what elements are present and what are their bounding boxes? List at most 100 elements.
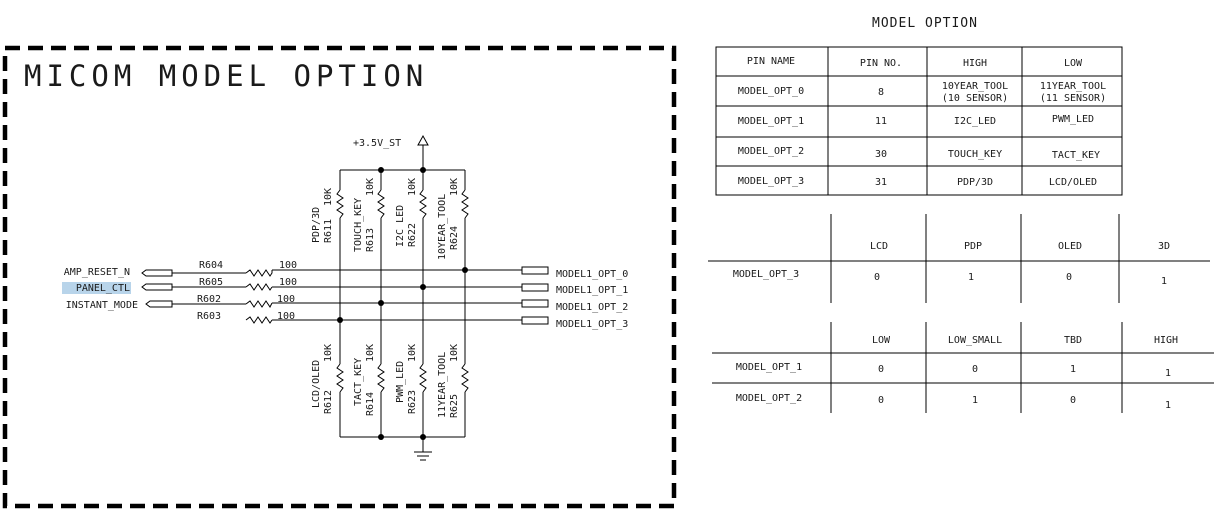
pullup-value: 10K <box>407 178 418 196</box>
resistor-icon <box>377 363 385 393</box>
opt12-value: 1 <box>972 395 978 406</box>
option-row-no: 31 <box>875 177 887 188</box>
option-row-no: 8 <box>878 87 884 98</box>
pullup-name: TOUCH_KEY <box>353 198 364 252</box>
resistor-icon <box>336 363 344 393</box>
pulldown-ref: R614 <box>365 392 376 416</box>
opt12-header: TBD <box>1064 335 1082 346</box>
option-row-high: I2C_LED <box>954 116 996 127</box>
series-resistor-ref: R605 <box>199 277 223 288</box>
pullup-name: PDP/3D <box>311 207 322 243</box>
opt12-header: LOW_SMALL <box>948 335 1002 346</box>
resistor-icon <box>419 189 427 219</box>
left-signal-label: PANEL_CTL <box>76 283 130 294</box>
opt3-value: 0 <box>874 272 880 283</box>
pullup-value: 10K <box>323 188 334 206</box>
pullup-ref: R613 <box>365 228 376 252</box>
block-border <box>2 45 677 509</box>
option-row-low: TACT_KEY <box>1052 150 1100 161</box>
junction-dot <box>337 317 343 323</box>
pulldown-name: PWM_LED <box>395 361 406 403</box>
resistor-icon <box>461 363 469 393</box>
opt3-value: 1 <box>968 272 974 283</box>
opt12-header: HIGH <box>1154 335 1178 346</box>
opt12-value: 0 <box>972 364 978 375</box>
opt12-value: 1 <box>1165 368 1171 379</box>
opt3-header: LCD <box>870 241 888 252</box>
option-table-header: LOW <box>1064 58 1083 69</box>
opt3-table <box>708 214 1210 303</box>
right-signal-label: MODEL1_OPT_2 <box>556 302 628 313</box>
block-title: MICOM MODEL OPTION <box>24 59 428 93</box>
opt12-row-label: MODEL_OPT_2 <box>736 393 802 404</box>
option-row-low: PWM_LED <box>1052 114 1094 125</box>
pulldown-name: TACT_KEY <box>353 358 364 406</box>
pullup-ref: R622 <box>407 223 418 247</box>
pulldown-value: 10K <box>407 344 418 362</box>
option-table-header: HIGH <box>963 58 987 69</box>
series-resistor-value: 100 <box>279 277 297 288</box>
option-row-no: 11 <box>875 116 887 127</box>
port-input-icon <box>141 283 173 291</box>
supply-arrow-icon <box>417 134 429 146</box>
opt12-row-label: MODEL_OPT_1 <box>736 362 802 373</box>
pullup-value: 10K <box>365 178 376 196</box>
pulldown-value: 10K <box>323 344 334 362</box>
option-row-no: 30 <box>875 149 887 160</box>
pulldown-value: 10K <box>449 344 460 362</box>
option-row-pin: MODEL_OPT_2 <box>738 146 804 157</box>
opt3-row-label: MODEL_OPT_3 <box>733 269 799 280</box>
option-row-pin: MODEL_OPT_1 <box>738 116 804 127</box>
resistor-icon <box>245 269 273 277</box>
signal-highlight <box>62 282 131 294</box>
port-input-icon <box>145 300 173 308</box>
option-row-high: 10YEAR_TOOL <box>942 81 1008 92</box>
resistor-icon <box>377 189 385 219</box>
right-signal-label: MODEL1_OPT_3 <box>556 319 628 330</box>
series-resistor-ref: R604 <box>199 260 223 271</box>
option-row-low: 11YEAR_TOOL <box>1040 81 1106 92</box>
junction-dot <box>462 267 468 273</box>
opt3-header: 3D <box>1158 241 1170 252</box>
ground-icon <box>414 437 432 461</box>
series-resistor-ref: R602 <box>197 294 221 305</box>
option-row-pin: MODEL_OPT_0 <box>738 86 804 97</box>
pullup-value: 10K <box>449 178 460 196</box>
option-row-pin: MODEL_OPT_3 <box>738 176 804 187</box>
opt12-value: 0 <box>878 395 884 406</box>
opt12-table <box>712 322 1214 413</box>
opt3-value: 0 <box>1066 272 1072 283</box>
option-row-high: PDP/3D <box>957 177 993 188</box>
series-resistor-value: 100 <box>277 294 295 305</box>
option-row-high: (10 SENSOR) <box>942 93 1008 104</box>
right-signal-label: MODEL1_OPT_0 <box>556 269 628 280</box>
option-table-header: PIN NO. <box>860 58 902 69</box>
pullup-ref: R611 <box>323 219 334 243</box>
opt12-value: 0 <box>1070 395 1076 406</box>
resistor-icon <box>245 316 273 324</box>
port-output-icon <box>521 299 549 308</box>
opt3-header: PDP <box>964 241 982 252</box>
pulldown-ref: R625 <box>449 394 460 418</box>
option-row-high: TOUCH_KEY <box>948 149 1002 160</box>
resistor-icon <box>419 363 427 393</box>
junction-dot <box>378 300 384 306</box>
opt12-value: 1 <box>1165 400 1171 411</box>
resistor-icon <box>336 189 344 219</box>
option-row-low: LCD/OLED <box>1049 177 1097 188</box>
junction-dot <box>420 284 426 290</box>
left-signal-label: AMP_RESET_N <box>64 267 130 278</box>
port-input-icon <box>141 269 173 277</box>
series-resistor-value: 100 <box>277 311 295 322</box>
pullup-ref: R624 <box>449 226 460 250</box>
left-signal-label: INSTANT_MODE <box>66 300 138 311</box>
series-resistor-ref: R603 <box>197 311 221 322</box>
port-output-icon <box>521 283 549 292</box>
port-output-icon <box>521 316 549 325</box>
pulldown-name: LCD/OLED <box>311 360 322 408</box>
supply-label: +3.5V_ST <box>353 138 401 149</box>
option-table-title: MODEL OPTION <box>872 16 978 31</box>
resistor-icon <box>245 283 273 291</box>
